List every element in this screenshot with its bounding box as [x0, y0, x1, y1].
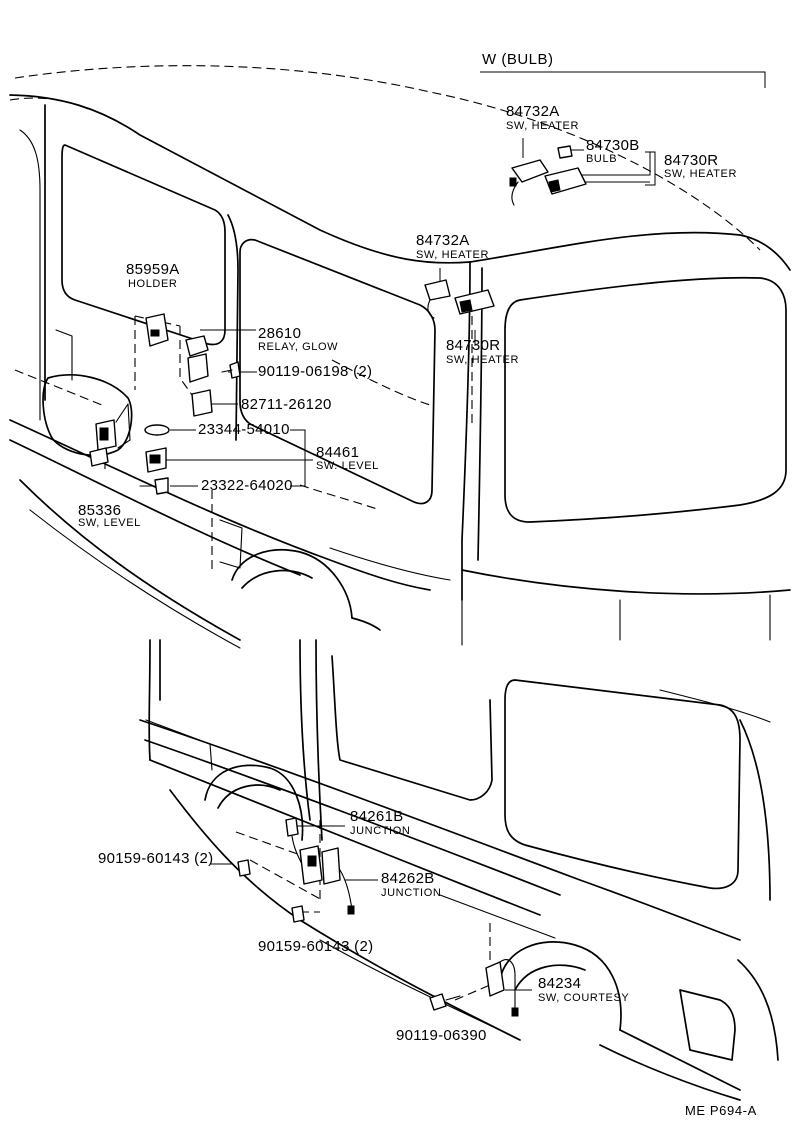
- part-description: SW, HEATER: [416, 249, 490, 261]
- diagram-reference: ME P694-A: [685, 1103, 757, 1118]
- part-description: SW, LEVEL: [78, 517, 141, 529]
- part-number: 84261B: [350, 808, 404, 825]
- part-description: SW, HEATER: [506, 120, 580, 132]
- callout-90159-60143-upper: 90159-60143 (2): [98, 850, 214, 867]
- callout-23344-54010: 23344-54010: [198, 421, 290, 438]
- part-number: 84234: [538, 975, 582, 992]
- part-number: 84262B: [381, 870, 435, 887]
- part-number: 85336: [78, 502, 122, 519]
- part-description: HOLDER: [128, 278, 178, 290]
- lower-van-body: [140, 640, 778, 1100]
- part-description: SW, HEATER: [664, 168, 738, 180]
- callout-90119-06390: 90119-06390: [396, 1027, 487, 1044]
- part-number: 84461: [316, 444, 360, 461]
- part-description: RELAY, GLOW: [258, 341, 339, 353]
- part-number: 84732A: [416, 232, 470, 249]
- part-number: 85959A: [126, 261, 180, 278]
- part-number: 84730R: [664, 152, 719, 169]
- callout-82711-26120: 82711-26120: [241, 396, 332, 413]
- header-label: W (BULB): [482, 51, 554, 68]
- part-description: JUNCTION: [350, 825, 411, 837]
- part-number: 84730R: [446, 337, 501, 354]
- part-description: JUNCTION: [381, 887, 442, 899]
- part-number: 28610: [258, 325, 302, 342]
- part-description: SW, HEATER: [446, 354, 520, 366]
- upper-leaders: [15, 72, 765, 570]
- part-description: SW, COURTESY: [538, 992, 630, 1004]
- upper-van-body: [10, 66, 790, 648]
- lower-parts: [238, 818, 518, 1016]
- part-description: SW. LEVEL: [316, 460, 379, 472]
- lower-leaders: [210, 820, 532, 1000]
- part-number: 84732A: [506, 103, 560, 120]
- callout-90159-60143-lower: 90159-60143 (2): [258, 938, 374, 955]
- part-description: BULB: [586, 153, 618, 165]
- callout-90119-06198: 90119-06198 (2): [258, 363, 373, 380]
- callout-23322-64020: 23322-64020: [201, 477, 293, 494]
- part-number: 84730B: [586, 137, 640, 154]
- upper-parts: [90, 146, 586, 494]
